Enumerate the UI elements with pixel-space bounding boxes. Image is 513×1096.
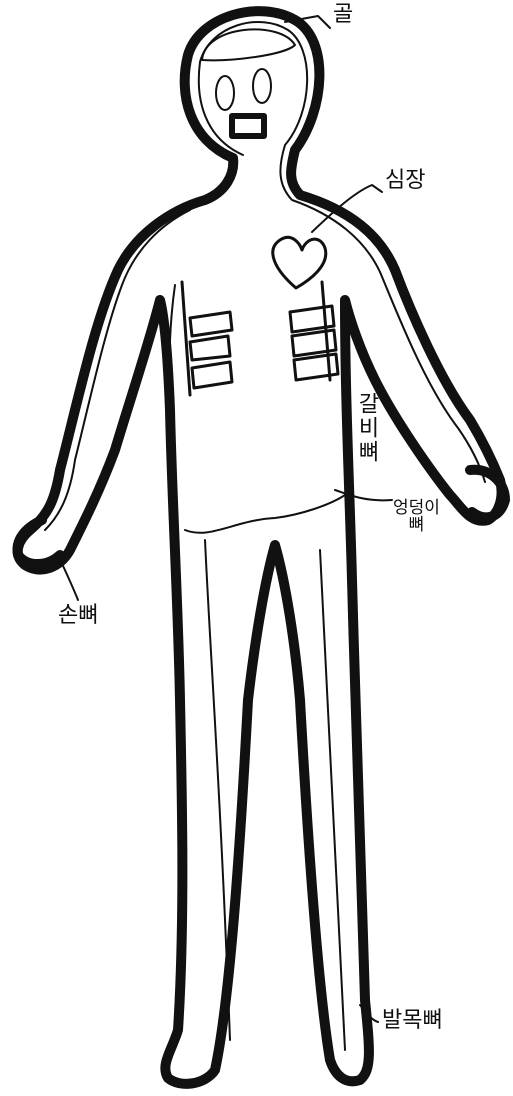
right-ribs [290,282,338,380]
left-eye [216,76,234,110]
label-heart: 심장 [385,170,425,192]
heart-shape [273,237,326,288]
heart-leader [312,185,382,232]
label-skull: 골 [333,4,353,26]
label-ankle: 발목뼈 [382,1010,443,1032]
label-ribs: 갈비뼈 [355,392,377,464]
mouth [232,116,264,136]
skull-shape [202,29,295,60]
left-hand [17,520,60,564]
left-ribs [182,282,232,395]
right-eye [253,69,271,103]
left-leg-line [205,540,230,1040]
pelvis-line [185,495,345,533]
right-hand [470,470,505,518]
label-pelvis: 엉덩이 뼈 [393,500,440,534]
label-hand: 손뼈 [58,605,98,627]
body-outline [18,11,502,1084]
hand-leader [58,555,78,600]
